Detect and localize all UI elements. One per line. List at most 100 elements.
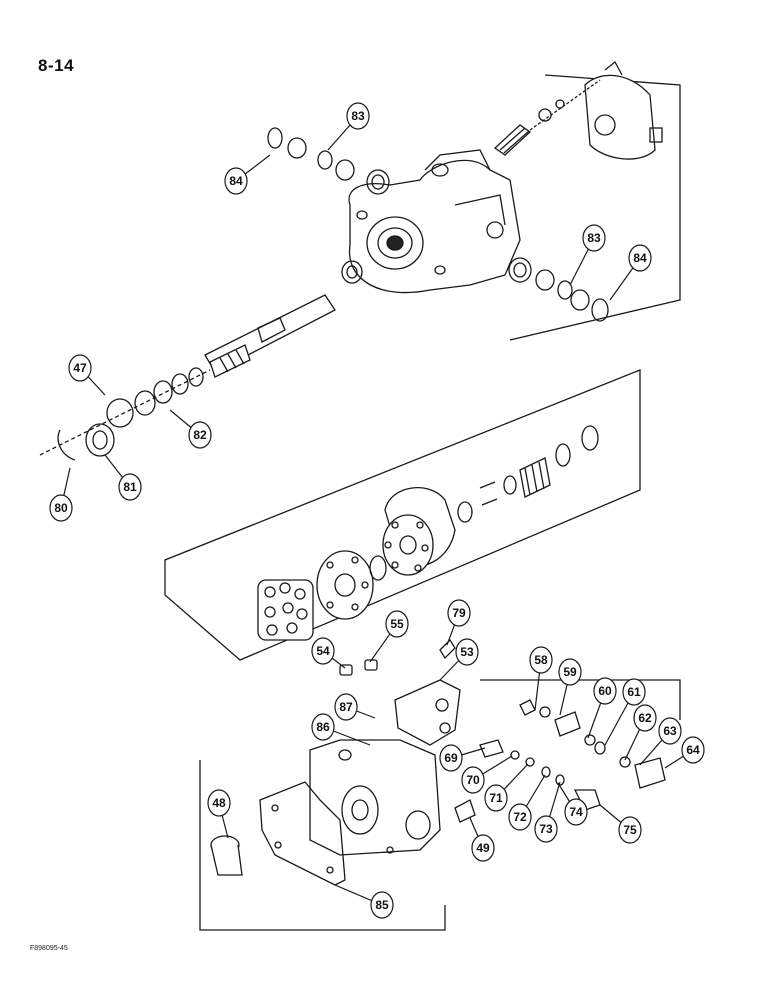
callout-label: 63 — [663, 724, 677, 738]
frame-middle — [164, 369, 641, 661]
callout-circle — [529, 646, 553, 674]
callout-64: 64 — [664, 736, 705, 769]
callout-circle — [188, 421, 212, 449]
callout-circle — [311, 637, 335, 665]
callout-circle — [564, 798, 588, 826]
front-shaft-parts — [39, 367, 211, 461]
callout-label: 79 — [452, 606, 466, 620]
spring-assembly — [457, 425, 599, 523]
callout-circle — [346, 102, 370, 130]
page-number: 8-14 — [38, 56, 75, 75]
callout-circle — [118, 473, 142, 501]
callout-label: 58 — [534, 653, 548, 667]
callout-81: 81 — [104, 454, 142, 501]
callout-circle — [385, 610, 409, 638]
callout-label: 70 — [466, 773, 480, 787]
callout-circle — [455, 638, 479, 666]
callout-label: 73 — [539, 822, 553, 836]
callout-label: 86 — [316, 720, 330, 734]
callout-label: 48 — [212, 796, 226, 810]
callout-55: 55 — [369, 610, 409, 663]
callout-49: 49 — [469, 817, 495, 862]
callout-label: 72 — [513, 810, 527, 824]
callout-label: 49 — [476, 841, 490, 855]
callout-circle — [628, 244, 652, 272]
callout-83: 83 — [327, 102, 370, 151]
callout-79: 79 — [446, 599, 471, 646]
callout-label: 62 — [638, 711, 652, 725]
callout-label: 84 — [229, 174, 243, 188]
callout-circle — [622, 678, 646, 706]
figure-code: F898095-45 — [30, 945, 68, 952]
callout-circle — [461, 766, 485, 794]
callout-72: 72 — [508, 774, 546, 831]
callout-label: 55 — [390, 617, 404, 631]
callout-61: 61 — [604, 678, 646, 746]
callout-label: 54 — [316, 644, 330, 658]
callout-circle — [534, 815, 558, 843]
callout-84: 84 — [609, 244, 652, 301]
callout-label: 75 — [623, 823, 637, 837]
callout-circle — [311, 713, 335, 741]
callout-85: 85 — [334, 884, 394, 919]
end-housing — [309, 739, 441, 856]
callout-circle — [558, 658, 582, 686]
callout-label: 53 — [460, 645, 474, 659]
callout-label: 81 — [123, 480, 137, 494]
callout-label: 84 — [633, 251, 647, 265]
callout-83: 83 — [569, 224, 606, 286]
callout-58: 58 — [529, 646, 553, 711]
callout-62: 62 — [624, 704, 657, 761]
callout-circle — [68, 354, 92, 382]
cylinder-block — [382, 487, 456, 576]
small-fittings — [210, 638, 666, 876]
piston-set — [257, 579, 314, 641]
callout-circle — [224, 167, 248, 195]
callout-circle — [471, 834, 495, 862]
callout-circle — [633, 704, 657, 732]
callout-circle — [658, 717, 682, 745]
compensator-block — [394, 679, 461, 746]
callout-circle — [439, 744, 463, 772]
callout-circle — [618, 816, 642, 844]
callout-60: 60 — [587, 677, 617, 739]
valve-plate — [316, 550, 387, 620]
callout-label: 87 — [339, 700, 353, 714]
callout-circle — [207, 789, 231, 817]
callout-73: 73 — [534, 781, 561, 843]
callout-circle — [508, 803, 532, 831]
callout-label: 74 — [569, 805, 583, 819]
callout-label: 80 — [54, 501, 68, 515]
callout-circle — [484, 784, 508, 812]
pump-housing — [348, 149, 521, 294]
callout-label: 60 — [598, 684, 612, 698]
callout-label: 61 — [627, 685, 641, 699]
callout-label: 83 — [587, 231, 601, 245]
gasket — [259, 781, 346, 886]
callout-label: 83 — [351, 109, 365, 123]
callout-48: 48 — [207, 789, 231, 839]
callout-label: 47 — [73, 361, 87, 375]
callout-87: 87 — [334, 693, 376, 721]
callout-circle — [681, 736, 705, 764]
relief-valve-cap — [584, 61, 663, 160]
callout-label: 64 — [686, 743, 700, 757]
callout-label: 71 — [489, 791, 503, 805]
frame-lower — [199, 760, 446, 931]
callout-53: 53 — [439, 638, 479, 681]
callout-54: 54 — [311, 637, 346, 669]
callout-circle — [593, 677, 617, 705]
callout-label: 59 — [563, 665, 577, 679]
callout-82: 82 — [169, 409, 212, 449]
callout-label: 85 — [375, 898, 389, 912]
callout-84: 84 — [224, 154, 271, 195]
callout-69: 69 — [439, 744, 486, 772]
callout-circle — [334, 693, 358, 721]
callout-74: 74 — [557, 782, 588, 826]
upper-bearings — [267, 127, 609, 322]
callout-circle — [49, 494, 73, 522]
callout-75: 75 — [599, 804, 642, 844]
callout-47: 47 — [68, 354, 106, 396]
callout-circle — [370, 891, 394, 919]
